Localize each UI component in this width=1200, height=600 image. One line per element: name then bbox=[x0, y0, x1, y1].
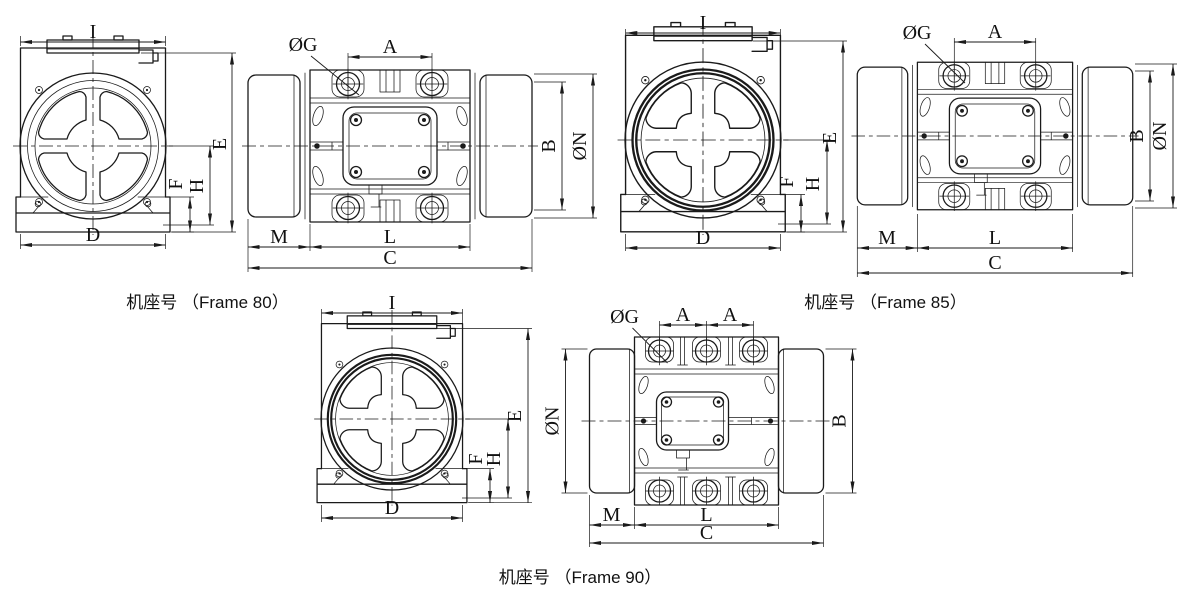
caption-frame-80: 机座号 （Frame 80） bbox=[126, 293, 289, 312]
dim-label-H: H bbox=[483, 452, 505, 466]
dim-label-A: A bbox=[676, 304, 691, 326]
dim-label-C: C bbox=[383, 247, 396, 269]
frame85-front-view: I E H F D bbox=[616, 12, 847, 251]
dim-label-B: B bbox=[1126, 129, 1148, 142]
dim-label-B: B bbox=[829, 414, 851, 427]
frame90-side-view: ØG A A ØN B M L C bbox=[542, 304, 857, 547]
dim-label-M: M bbox=[270, 226, 288, 248]
dim-label-M: M bbox=[878, 227, 896, 249]
dim-label-OG: ØG bbox=[610, 306, 639, 328]
dim-label-L: L bbox=[700, 504, 712, 526]
caption-frame-85: 机座号 （Frame 85） bbox=[804, 293, 967, 312]
frame85-side-view: ØG A B ØN M L C bbox=[850, 21, 1177, 277]
dim-label-E: E bbox=[209, 138, 231, 150]
dim-label-I: I bbox=[90, 21, 97, 43]
dim-label-ON: ØN bbox=[542, 407, 564, 436]
dim-label-E: E bbox=[504, 410, 526, 422]
dim-label-H: H bbox=[802, 177, 824, 191]
dim-label-A2: A bbox=[723, 304, 738, 326]
dim-label-C: C bbox=[700, 522, 713, 544]
dim-label-M: M bbox=[603, 504, 621, 526]
front-housing bbox=[12, 33, 174, 236]
side-body bbox=[850, 60, 1140, 212]
dim-label-I: I bbox=[389, 292, 396, 314]
dim-label-E: E bbox=[819, 132, 841, 144]
dim-label-F: F bbox=[776, 176, 798, 187]
frame80-side-view: ØG A B ØN M L C bbox=[241, 34, 597, 272]
side-body bbox=[241, 68, 539, 224]
dim-label-A: A bbox=[988, 21, 1003, 43]
dim-label-L: L bbox=[384, 226, 396, 248]
dim-label-ON: ØN bbox=[1149, 122, 1171, 151]
dim-label-I: I bbox=[700, 12, 707, 34]
dim-label-ON: ØN bbox=[569, 132, 591, 161]
dim-label-H: H bbox=[186, 179, 208, 193]
dim-label-D: D bbox=[385, 497, 399, 519]
dim-label-D: D bbox=[696, 227, 710, 249]
front-housing bbox=[616, 19, 790, 236]
dim-label-F: F bbox=[465, 453, 487, 464]
dim-label-L: L bbox=[989, 227, 1001, 249]
dim-label-OG: ØG bbox=[903, 22, 932, 44]
dim-label-A: A bbox=[383, 36, 398, 58]
side-body bbox=[580, 336, 833, 506]
dim-label-OG: ØG bbox=[289, 34, 318, 56]
caption-frame-90: 机座号 （Frame 90） bbox=[498, 568, 662, 587]
frame80-front-view: I E H F D bbox=[12, 21, 236, 249]
front-housing bbox=[313, 309, 471, 507]
frame90-front-view: I E H F D bbox=[313, 292, 532, 522]
dim-label-C: C bbox=[988, 252, 1001, 274]
dim-label-D: D bbox=[86, 224, 100, 246]
dim-label-F: F bbox=[165, 178, 187, 189]
dim-label-B: B bbox=[538, 139, 560, 152]
